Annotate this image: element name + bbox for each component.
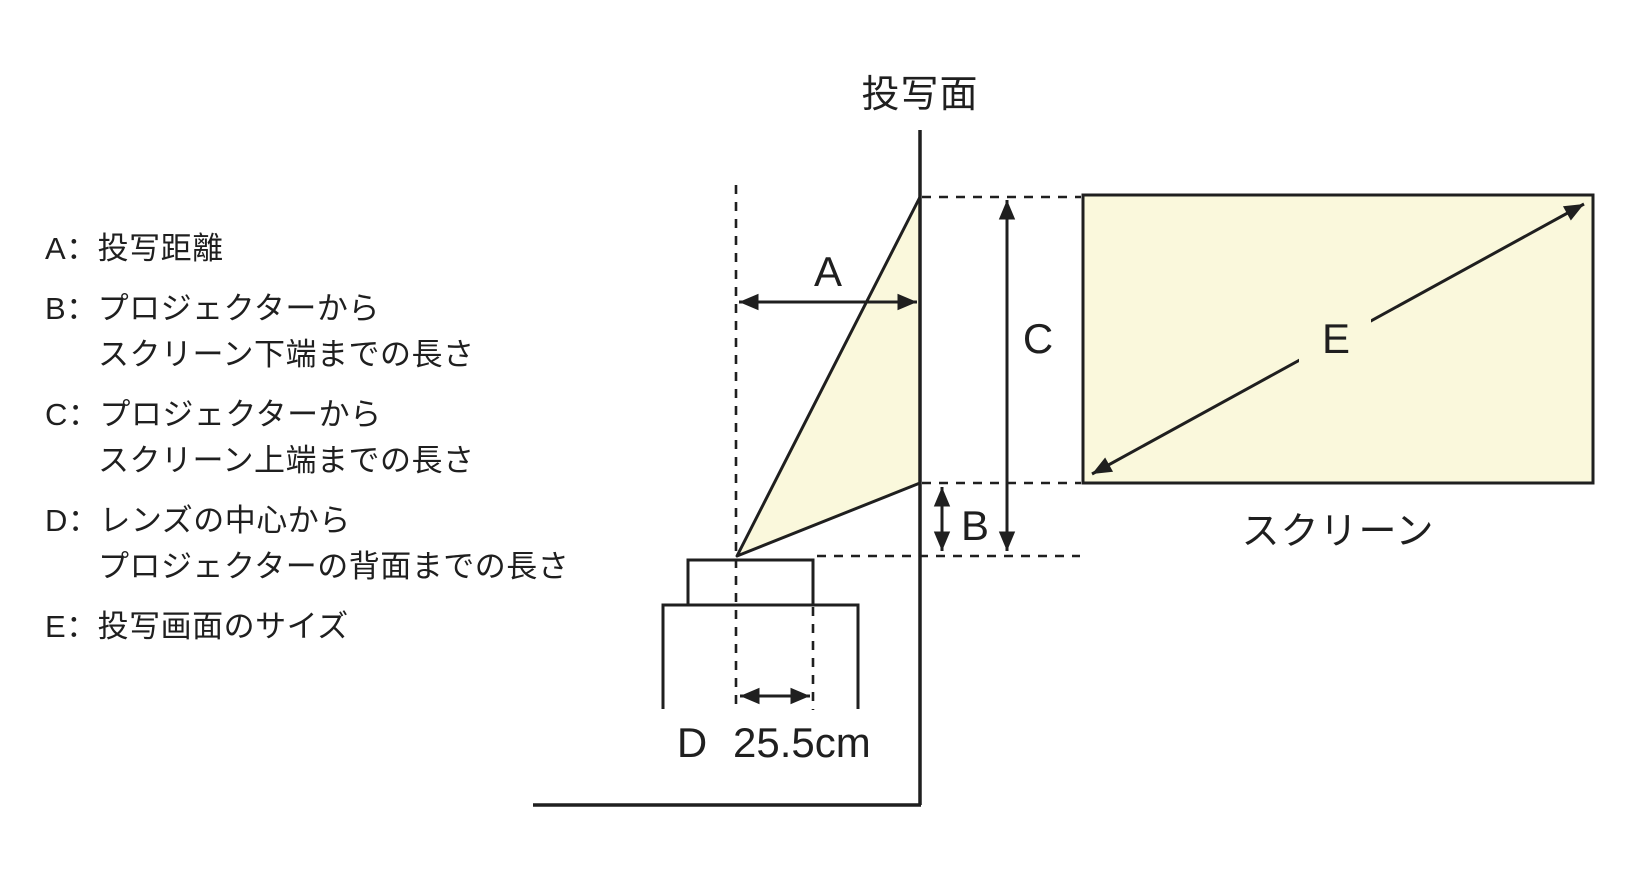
legend: A：投写距離 B：プロジェクターから スクリーン下端までの長さ C：プロジェクタ… bbox=[45, 226, 569, 664]
dim-value-d: 25.5cm bbox=[733, 719, 871, 766]
legend-item-d: D：レンズの中心から プロジェクターの背面までの長さ bbox=[45, 498, 569, 590]
diagonal-label-mask bbox=[1299, 312, 1371, 364]
dim-label-e: E bbox=[1322, 315, 1350, 362]
dim-label-b: B bbox=[961, 502, 989, 549]
projection-surface-label: 投写面 bbox=[861, 74, 978, 116]
legend-item-c-line1: C：プロジェクターから bbox=[45, 397, 382, 432]
projector-body bbox=[661, 603, 860, 709]
legend-item-c-line2: スクリーン上端までの長さ bbox=[98, 443, 475, 478]
legend-item-c: C：プロジェクターから スクリーン上端までの長さ bbox=[45, 392, 569, 484]
screen-label: スクリーン bbox=[1241, 511, 1434, 553]
dim-label-a: A bbox=[814, 248, 842, 295]
legend-item-b-line2: スクリーン下端までの長さ bbox=[98, 337, 475, 372]
dim-label-d: D bbox=[677, 719, 707, 766]
legend-item-a: A：投写距離 bbox=[45, 226, 569, 272]
legend-item-b: B：プロジェクターから スクリーン下端までの長さ bbox=[45, 286, 569, 378]
legend-item-d-line2: プロジェクターの背面までの長さ bbox=[98, 549, 570, 584]
dim-label-c: C bbox=[1023, 315, 1053, 362]
legend-item-e: E：投写画面のサイズ bbox=[45, 604, 569, 650]
legend-item-b-line1: B：プロジェクターから bbox=[45, 291, 380, 326]
legend-item-d-line1: D：レンズの中心から bbox=[45, 503, 351, 538]
legend-item-a-line1: A：投写距離 bbox=[45, 231, 224, 266]
legend-item-e-line1: E：投写画面のサイズ bbox=[45, 609, 349, 644]
projector-lens-housing bbox=[686, 558, 815, 607]
